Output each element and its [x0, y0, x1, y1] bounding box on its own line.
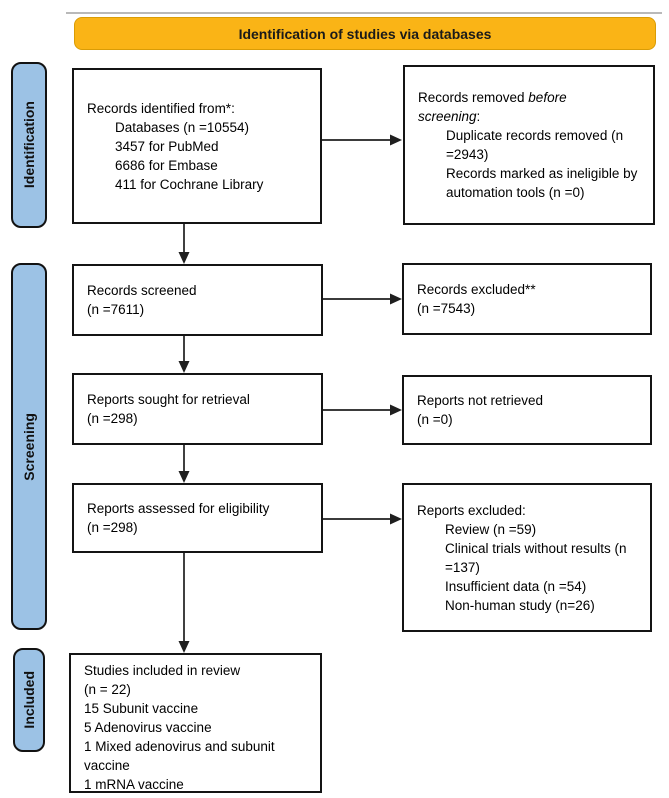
box-text-line: Records excluded**	[417, 282, 536, 297]
stage-label-identification: Identification	[11, 62, 47, 228]
box-text-line: Reports assessed for eligibility	[87, 501, 270, 516]
box-text-line: 3457 for PubMed	[115, 138, 219, 154]
box-text-line: 411 for Cochrane Library	[115, 176, 264, 192]
box-text-line: Records screened	[87, 283, 197, 298]
box-text-line: 6686 for Embase	[115, 157, 218, 173]
arrowhead-down-4	[178, 641, 190, 653]
stage-label-screening: Screening	[11, 263, 47, 630]
box-text-line: (n = 22)	[84, 682, 131, 697]
box-reports-not-retrieved: Reports not retrieved (n =0)	[402, 375, 652, 445]
arrowhead-down-2	[178, 361, 190, 373]
box-text-line: Databases (n =10554)	[115, 119, 249, 135]
box-text-line: (n =298)	[87, 520, 138, 535]
box-text-line: Review (n =59)	[445, 521, 537, 537]
box-text-line: 15 Subunit vaccine	[84, 701, 199, 716]
box-records-removed: Records removed before screening: Duplicat…	[403, 65, 655, 225]
box-text-line: Records marked as ineligible by automati…	[446, 166, 638, 200]
box-text-line: 1 mRNA vaccine	[84, 777, 184, 792]
box-text-line: Clinical trials without results (n =137)	[445, 540, 627, 575]
box-text-line: (n =7543)	[417, 301, 476, 316]
stage-label-included-text: Included	[21, 671, 37, 729]
box-text-line: 1 Mixed adenovirus and subunit vaccine	[84, 739, 275, 773]
box-records-screened: Records screened (n =7611)	[72, 264, 323, 336]
box-text-line: Insufficient data (n =54)	[445, 578, 587, 594]
box-text-line: Duplicate records removed (n =2943)	[446, 128, 624, 162]
box-studies-included: Studies included in review (n = 22) 15 Sub…	[69, 653, 322, 793]
box-text-line: Reports sought for retrieval	[87, 392, 250, 407]
box-text-line: Reports not retrieved	[417, 393, 544, 408]
arrowhead-right-2	[390, 293, 402, 305]
arrowhead-down-1	[178, 252, 190, 264]
box-text-line: Studies included in review	[84, 663, 241, 678]
box-text-line: Records removed before	[418, 90, 567, 105]
banner-title-text: Identification of studies via databases	[238, 25, 492, 42]
box-reports-excluded: Reports excluded: Review (n =59) Clinical …	[402, 483, 652, 632]
box-text-line: Reports excluded:	[417, 502, 526, 518]
box-records-identified: Records identified from*: Databases (n =1…	[72, 68, 322, 224]
box-text-line: (n =298)	[87, 411, 138, 426]
stage-label-included: Included	[13, 648, 45, 752]
box-reports-sought: Reports sought for retrieval (n =298)	[72, 373, 323, 445]
arrowhead-right-3	[390, 404, 402, 416]
box-text-line: (n =0)	[417, 412, 453, 427]
box-records-excluded: Records excluded** (n =7543)	[402, 263, 652, 335]
arrowhead-right-1	[390, 134, 402, 146]
arrowhead-right-4	[390, 513, 402, 525]
box-text-line: Non-human study (n=26)	[445, 597, 595, 613]
stage-label-identification-text: Identification	[21, 101, 37, 189]
box-text-line: screening:	[418, 109, 481, 124]
figure-top-border	[66, 12, 662, 14]
box-text-line: (n =7611)	[87, 302, 145, 317]
stage-label-screening-text: Screening	[21, 412, 37, 481]
banner-title: Identification of studies via databases	[74, 17, 656, 50]
box-text-line: Records identified from*:	[87, 100, 235, 116]
box-reports-assessed: Reports assessed for eligibility (n =298)	[72, 483, 323, 553]
arrowhead-down-3	[178, 471, 190, 483]
box-text-line: 5 Adenovirus vaccine	[84, 720, 212, 735]
